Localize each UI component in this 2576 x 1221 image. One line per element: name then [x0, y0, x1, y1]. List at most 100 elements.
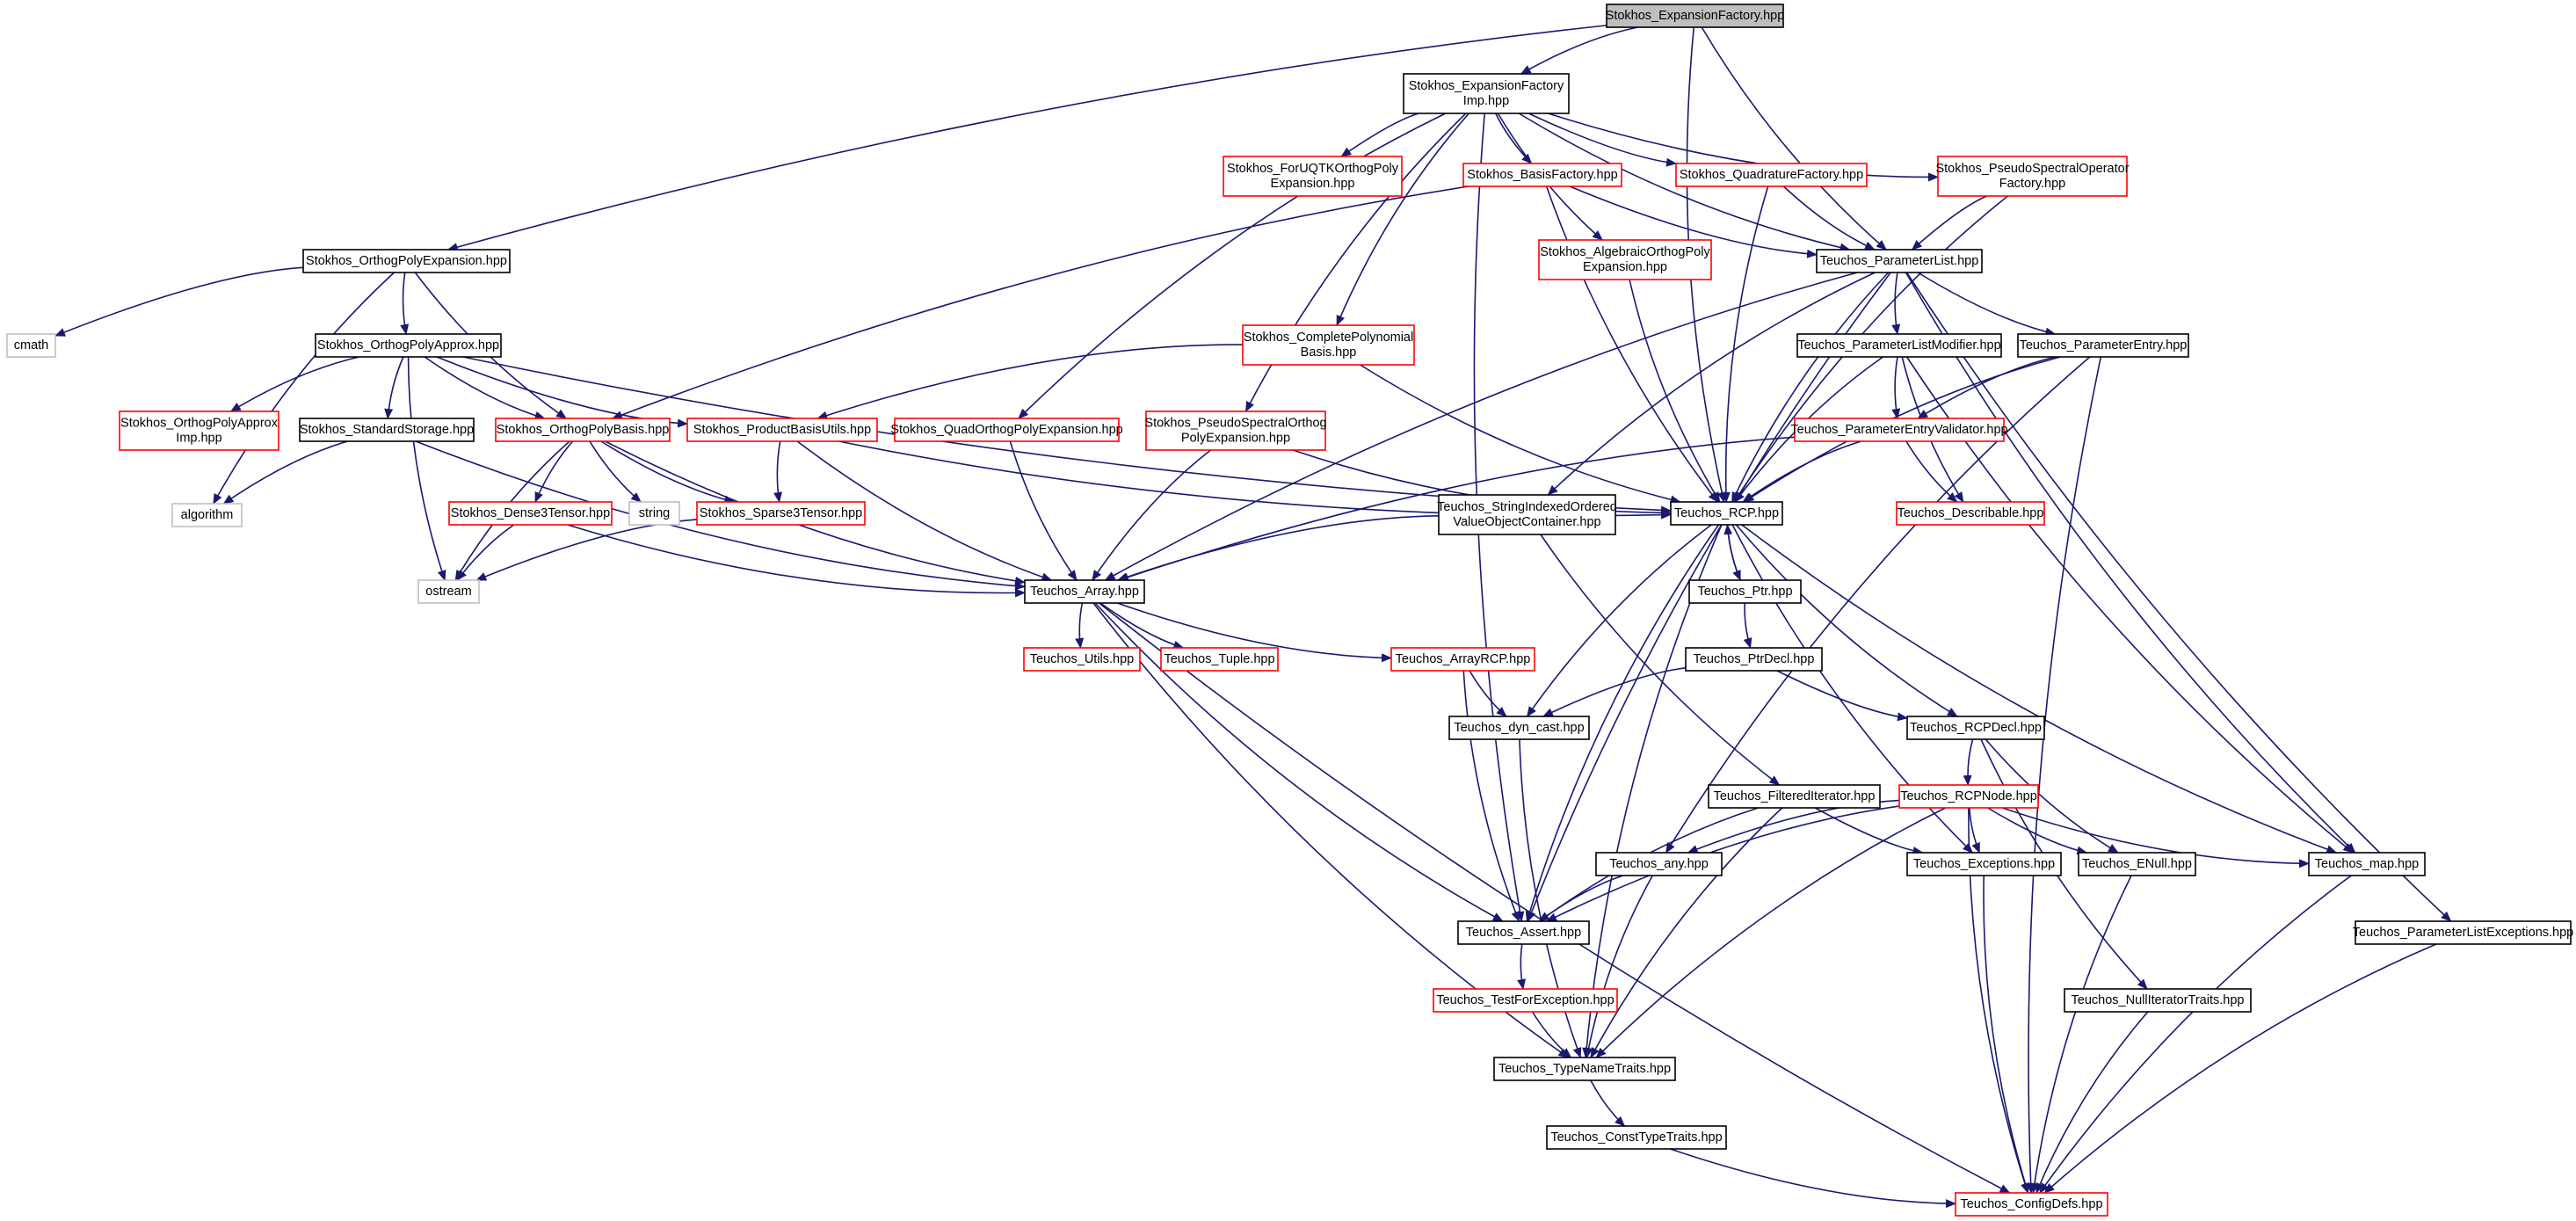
node-cmath[interactable]: cmath	[6, 333, 56, 358]
node-box[interactable]	[1462, 163, 1622, 187]
node-expansion-factory[interactable]: Stokhos_ExpansionFactory.hpp	[1606, 4, 1785, 28]
node-box[interactable]	[686, 418, 878, 442]
node-pseudo-spectral-orthog[interactable]: Stokhos_PseudoSpectralOrthogPolyExpansio…	[1144, 411, 1327, 451]
node-box[interactable]	[1160, 647, 1279, 672]
node-ptr-decl[interactable]: Teuchos_PtrDecl.hpp	[1685, 647, 1823, 672]
node-box[interactable]	[1223, 156, 1403, 197]
node-box[interactable]	[1898, 784, 2039, 809]
node-null-iterator-traits[interactable]: Teuchos_NullIteratorTraits.hpp	[2064, 988, 2252, 1013]
node-box[interactable]	[2308, 852, 2426, 876]
node-box[interactable]	[1145, 411, 1326, 451]
node-box[interactable]	[2064, 988, 2252, 1013]
node-type-name-traits[interactable]: Teuchos_TypeNameTraits.hpp	[1493, 1057, 1676, 1081]
node-box[interactable]	[448, 501, 613, 526]
node-box[interactable]	[1796, 333, 2002, 358]
node-orthog-poly-basis[interactable]: Stokhos_OrthogPolyBasis.hpp	[495, 418, 671, 442]
node-array-rcp[interactable]: Teuchos_ArrayRCP.hpp	[1390, 647, 1535, 672]
node-any[interactable]: Teuchos_any.hpp	[1595, 852, 1723, 876]
node-rcp[interactable]: Teuchos_RCP.hpp	[1670, 501, 1783, 526]
node-parameter-list[interactable]: Teuchos_ParameterList.hpp	[1816, 249, 1983, 273]
node-box[interactable]	[2017, 333, 2189, 358]
node-box[interactable]	[1708, 784, 1881, 809]
node-parameter-entry[interactable]: Teuchos_ParameterEntry.hpp	[2017, 333, 2189, 358]
node-enull[interactable]: Teuchos_ENull.hpp	[2078, 852, 2196, 876]
node-box[interactable]	[1493, 1057, 1676, 1081]
node-string[interactable]: string	[628, 501, 680, 526]
node-box[interactable]	[2078, 852, 2196, 876]
node-box[interactable]	[1390, 647, 1535, 672]
node-quadrature-factory[interactable]: Stokhos_QuadratureFactory.hpp	[1675, 163, 1868, 187]
node-config-defs[interactable]: Teuchos_ConfigDefs.hpp	[1955, 1192, 2108, 1217]
node-array[interactable]: Teuchos_Array.hpp	[1024, 579, 1145, 604]
node-box[interactable]	[299, 418, 475, 442]
node-box[interactable]	[1606, 4, 1784, 28]
node-parameter-entry-validator[interactable]: Teuchos_ParameterEntryValidator.hpp	[1790, 418, 2008, 442]
node-box[interactable]	[696, 501, 866, 526]
node-pseudo-spectral-op-factory[interactable]: Stokhos_PseudoSpectralOperatorFactory.hp…	[1935, 156, 2130, 197]
node-utils[interactable]: Teuchos_Utils.hpp	[1023, 647, 1141, 672]
node-rcp-node[interactable]: Teuchos_RCPNode.hpp	[1898, 784, 2039, 809]
node-box[interactable]	[894, 418, 1120, 442]
node-tuple[interactable]: Teuchos_Tuple.hpp	[1160, 647, 1279, 672]
node-box[interactable]	[1448, 716, 1590, 740]
node-box[interactable]	[1816, 249, 1983, 273]
node-describable[interactable]: Teuchos_Describable.hpp	[1896, 501, 2045, 526]
node-exceptions[interactable]: Teuchos_Exceptions.hpp	[1906, 852, 2062, 876]
node-box[interactable]	[1906, 852, 2062, 876]
node-test-for-exception[interactable]: Teuchos_TestForException.hpp	[1433, 988, 1618, 1013]
node-dyn-cast[interactable]: Teuchos_dyn_cast.hpp	[1448, 716, 1590, 740]
node-box[interactable]	[171, 503, 243, 527]
node-box[interactable]	[1023, 647, 1141, 672]
node-box[interactable]	[1024, 579, 1145, 604]
node-box[interactable]	[1955, 1192, 2108, 1217]
node-box[interactable]	[1433, 988, 1618, 1013]
node-box[interactable]	[628, 501, 680, 526]
node-box[interactable]	[1937, 156, 2128, 197]
node-quad-orthog-poly[interactable]: Stokhos_QuadOrthogPolyExpansion.hpp	[890, 418, 1123, 442]
node-box[interactable]	[1794, 418, 2005, 442]
node-ptr[interactable]: Teuchos_Ptr.hpp	[1688, 579, 1802, 604]
node-box[interactable]	[1896, 501, 2045, 526]
node-box[interactable]	[2355, 920, 2572, 945]
node-orthog-poly-approx[interactable]: Stokhos_OrthogPolyApprox.hpp	[315, 333, 502, 358]
node-map[interactable]: Teuchos_map.hpp	[2308, 852, 2426, 876]
node-box[interactable]	[6, 333, 56, 358]
node-box[interactable]	[495, 418, 671, 442]
node-box[interactable]	[1688, 579, 1802, 604]
node-orthog-poly-expansion[interactable]: Stokhos_OrthogPolyExpansion.hpp	[302, 249, 511, 273]
node-standard-storage[interactable]: Stokhos_StandardStorage.hpp	[299, 418, 475, 442]
node-box[interactable]	[417, 579, 480, 604]
node-filtered-iterator[interactable]: Teuchos_FilteredIterator.hpp	[1708, 784, 1881, 809]
node-string-indexed[interactable]: Teuchos_StringIndexedOrderedValueObjectC…	[1437, 494, 1617, 535]
node-basis-factory[interactable]: Stokhos_BasisFactory.hpp	[1462, 163, 1622, 187]
node-algorithm[interactable]: algorithm	[171, 503, 243, 527]
node-box[interactable]	[1242, 324, 1415, 366]
node-box[interactable]	[1457, 920, 1590, 945]
node-dense3tensor[interactable]: Stokhos_Dense3Tensor.hpp	[448, 501, 613, 526]
node-box[interactable]	[1906, 716, 2045, 740]
node-box[interactable]	[1403, 73, 1570, 114]
node-sparse3tensor[interactable]: Stokhos_Sparse3Tensor.hpp	[696, 501, 866, 526]
node-rcp-decl[interactable]: Teuchos_RCPDecl.hpp	[1906, 716, 2045, 740]
node-box[interactable]	[119, 411, 279, 451]
node-box[interactable]	[315, 333, 502, 358]
node-box[interactable]	[1670, 501, 1783, 526]
node-box[interactable]	[1538, 239, 1712, 280]
node-parameter-list-exceptions[interactable]: Teuchos_ParameterListExceptions.hpp	[2353, 920, 2573, 945]
node-box[interactable]	[1595, 852, 1723, 876]
node-const-type-traits[interactable]: Teuchos_ConstTypeTraits.hpp	[1546, 1125, 1727, 1150]
node-box[interactable]	[1675, 163, 1868, 187]
node-product-basis-utils[interactable]: Stokhos_ProductBasisUtils.hpp	[686, 418, 878, 442]
node-box[interactable]	[1685, 647, 1823, 672]
node-box[interactable]	[302, 249, 511, 273]
node-parameter-list-modifier[interactable]: Teuchos_ParameterListModifier.hpp	[1796, 333, 2002, 358]
node-box[interactable]	[1438, 494, 1616, 535]
node-ostream[interactable]: ostream	[417, 579, 480, 604]
node-box[interactable]	[1546, 1125, 1727, 1150]
node-assert[interactable]: Teuchos_Assert.hpp	[1457, 920, 1590, 945]
